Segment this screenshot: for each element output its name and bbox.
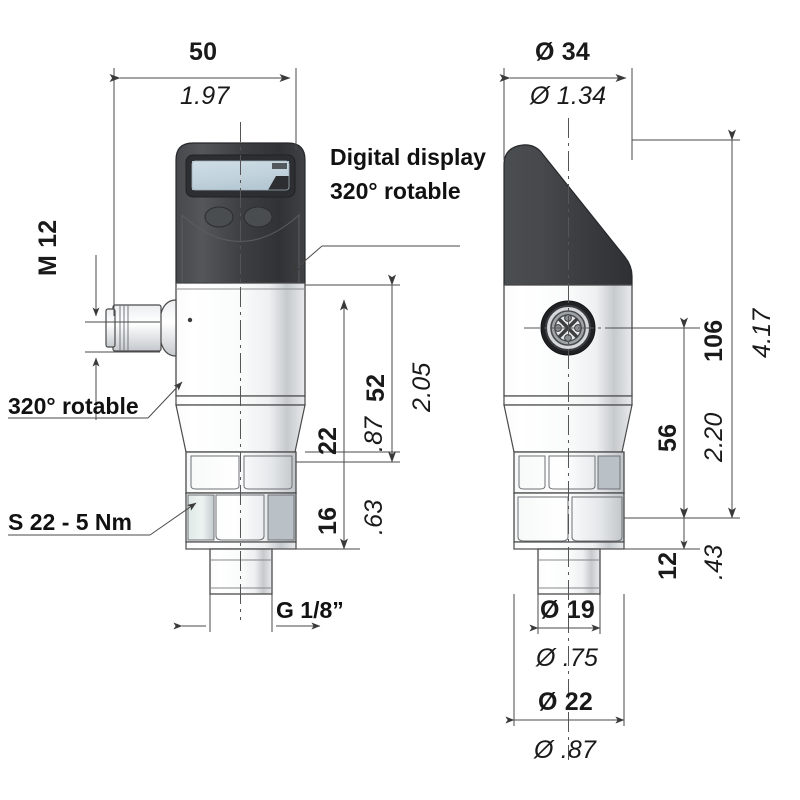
m12-connector-front [105, 299, 177, 357]
dim-front-width-metric: 50 [189, 38, 218, 66]
label-process-thread: G 1/8” [276, 597, 344, 623]
label-torque: S 22 - 5 Nm [8, 509, 132, 535]
dim-front-52-metric: 52 [362, 373, 390, 402]
side-view [503, 118, 633, 760]
side-dimension-lines [499, 68, 740, 726]
digital-display[interactable] [185, 154, 296, 198]
dim-side-12-imperial: .43 [700, 544, 728, 580]
display-indicator-icon [272, 163, 287, 169]
dim-front-width-imperial: 1.97 [180, 82, 230, 110]
label-digital-display-line2: 320° rotable [330, 178, 461, 204]
dim-side-dia34-metric: Ø 34 [535, 38, 590, 66]
side-housing-dark [503, 144, 633, 286]
dim-side-dia22-imperial: Ø .87 [534, 736, 597, 764]
dim-front-16-metric: 16 [314, 506, 342, 535]
label-320-rotable: 320° rotable [8, 393, 139, 419]
dim-side-12-metric: 12 [654, 551, 682, 580]
button-right [243, 206, 273, 228]
label-digital-display-line1: Digital display [330, 144, 486, 170]
dim-side-dia19-imperial: Ø .75 [536, 644, 599, 672]
dim-front-22-metric: 22 [314, 426, 342, 455]
dim-side-106-imperial: 4.17 [748, 308, 776, 358]
dim-side-56-metric: 56 [654, 423, 682, 452]
front-view [105, 122, 306, 620]
dim-side-dia19-metric: Ø 19 [540, 596, 595, 624]
button-left [204, 206, 234, 228]
dim-side-56-imperial: 2.20 [700, 412, 728, 462]
dim-front-16-imperial: .63 [360, 499, 388, 535]
dim-front-22-imperial: .87 [360, 416, 388, 452]
front-dimension-lines [8, 68, 460, 632]
display-buttons[interactable] [204, 206, 273, 228]
body-vent-dot [187, 317, 193, 323]
label-m12-thread: M 12 [34, 219, 62, 276]
dim-front-52-imperial: 2.05 [408, 362, 436, 412]
dim-side-dia34-imperial: Ø 1.34 [530, 82, 607, 110]
dim-side-106-metric: 106 [700, 319, 728, 362]
dim-side-dia22-metric: Ø 22 [538, 688, 593, 716]
